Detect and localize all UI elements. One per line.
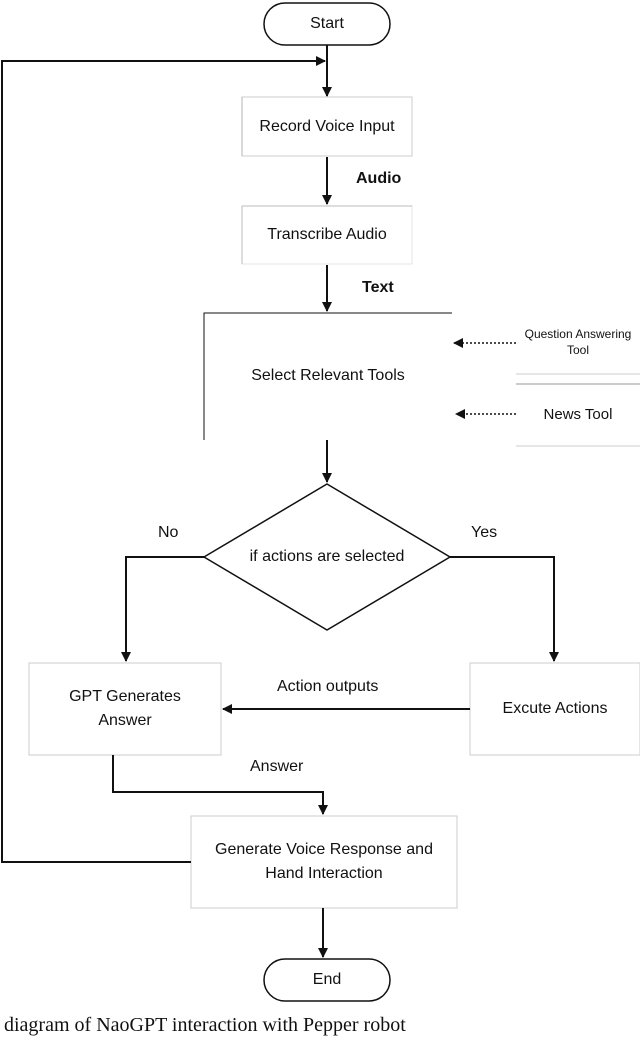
voice-response-box (190, 815, 458, 909)
gpt-answer-box (28, 662, 222, 756)
select-tools-box (203, 312, 452, 440)
figure-caption: diagram of NaoGPT interaction with Peppe… (4, 1014, 406, 1036)
arrow-no-branch (121, 556, 204, 662)
edge-label-text: Text (362, 279, 394, 296)
execute-box (469, 662, 640, 756)
edge-label-yes: Yes (471, 524, 498, 541)
transcribe-label: Transcribe Audio (267, 226, 387, 243)
news-tool-label: News Tool (543, 406, 613, 423)
select-tools-label: Select Relevant Tools (251, 367, 405, 384)
qa-tool-label: Question Answering Tool (524, 327, 632, 357)
voice-response-label: Generate Voice Response and Hand Interac… (215, 841, 433, 882)
execute-label: Excute Actions (502, 700, 608, 717)
gpt-answer-label: GPT Generates Answer (69, 688, 181, 729)
arrow-answer (112, 755, 328, 815)
arrow-loop-back (1, 56, 326, 863)
transcribe-box (241, 205, 413, 265)
record-box (241, 96, 413, 157)
edge-label-answer: Answer (250, 758, 304, 775)
edge-label-no: No (158, 524, 179, 541)
arrow-yes-branch (450, 556, 559, 662)
record-label: Record Voice Input (259, 117, 395, 135)
edge-label-audio: Audio (356, 170, 402, 187)
end-label: End (312, 971, 342, 988)
decision-label: if actions are selected (249, 548, 405, 565)
edge-label-action-outputs: Action outputs (277, 678, 379, 695)
decision-diamond (202, 483, 452, 631)
start-label: Start (310, 15, 344, 32)
end-terminator (263, 958, 391, 1002)
